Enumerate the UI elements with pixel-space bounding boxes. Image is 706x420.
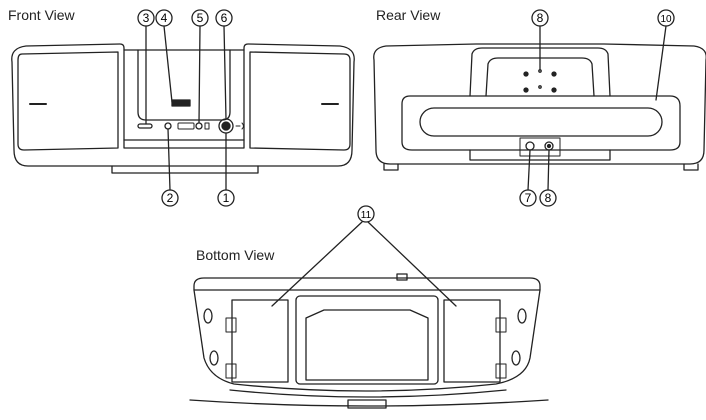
sync-button xyxy=(164,122,172,130)
callout-4: 4 xyxy=(161,11,168,25)
rear-leaders xyxy=(527,25,667,191)
front-leaders xyxy=(145,25,227,191)
callout-circles xyxy=(137,9,675,223)
callout-3: 3 xyxy=(143,11,150,25)
front-view-title: Front View xyxy=(8,7,75,23)
rear-view-title: Rear View xyxy=(376,7,441,23)
callout-6: 6 xyxy=(221,11,228,25)
aux-in-jack xyxy=(525,141,535,151)
callout-5: 5 xyxy=(197,11,204,25)
front-view xyxy=(11,43,355,174)
headphone-jack xyxy=(195,122,203,130)
bottom-leaders xyxy=(271,221,457,307)
callout-8-bottom: 8 xyxy=(545,191,552,205)
callout-7: 7 xyxy=(525,191,532,205)
right-battery-door xyxy=(443,299,501,383)
callout-1: 1 xyxy=(223,191,230,205)
rear-view xyxy=(373,43,706,171)
callout-2: 2 xyxy=(167,191,174,205)
bass-port xyxy=(419,107,663,137)
front-left-grille xyxy=(17,51,119,151)
callout-10: 10 xyxy=(660,14,672,25)
source-button xyxy=(137,123,153,129)
left-battery-door xyxy=(231,299,289,383)
callout-numbers: 3 4 5 6 2 1 8 10 7 8 11 xyxy=(143,11,672,221)
callout-11: 11 xyxy=(361,210,372,221)
bottom-view-title: Bottom View xyxy=(196,247,275,263)
callout-8-top: 8 xyxy=(537,11,544,25)
dock-connector xyxy=(171,99,191,107)
bottom-view xyxy=(189,273,549,409)
front-right-grille xyxy=(249,51,351,151)
